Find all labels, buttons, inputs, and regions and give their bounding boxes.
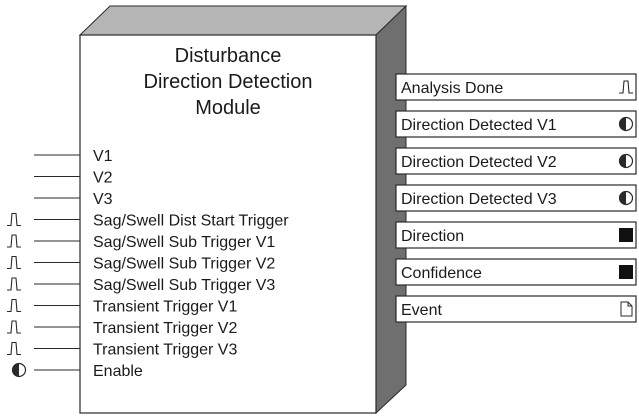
filled-square-icon: [619, 265, 633, 279]
output-label: Analysis Done: [401, 80, 503, 97]
output-label: Direction: [401, 228, 464, 245]
output-port[interactable]: Direction: [395, 221, 637, 249]
module-title-line-2: Direction Detection: [144, 71, 313, 93]
half-circle-icon: [618, 116, 634, 132]
input-port[interactable]: V1: [34, 148, 113, 165]
pulse-icon: [7, 212, 21, 227]
input-port[interactable]: Enable: [11, 362, 143, 380]
input-port[interactable]: Sag/Swell Dist Start Trigger: [7, 213, 289, 230]
input-label: Sag/Swell Dist Start Trigger: [93, 213, 289, 230]
output-port[interactable]: Event: [395, 295, 637, 323]
input-label: Sag/Swell Sub Trigger V2: [93, 256, 275, 273]
output-port-box: [395, 147, 637, 175]
output-port-box: [395, 184, 637, 212]
input-label: Enable: [93, 363, 143, 380]
output-label: Direction Detected V3: [401, 191, 557, 208]
pulse-icon: [7, 341, 21, 356]
half-circle-icon: [11, 362, 27, 378]
output-port[interactable]: Direction Detected V1: [395, 110, 637, 138]
module-title-line-1: Disturbance: [175, 45, 282, 67]
output-label: Direction Detected V1: [401, 117, 557, 134]
input-label: V1: [93, 148, 113, 165]
input-label: V3: [93, 191, 113, 208]
input-label: Sag/Swell Sub Trigger V3: [93, 277, 275, 294]
output-label: Event: [401, 302, 442, 319]
output-port[interactable]: Direction Detected V2: [395, 147, 637, 175]
input-label: Transient Trigger V3: [93, 342, 237, 359]
document-icon: [620, 301, 633, 317]
input-label: V2: [93, 170, 113, 187]
pulse-icon: [7, 298, 21, 313]
input-port[interactable]: Sag/Swell Sub Trigger V1: [7, 234, 275, 251]
pulse-icon: [7, 255, 21, 270]
input-port[interactable]: V3: [34, 191, 113, 208]
pulse-icon: [7, 234, 21, 248]
output-label: Confidence: [401, 265, 482, 282]
half-circle-icon: [618, 153, 634, 169]
input-port[interactable]: Transient Trigger V2: [7, 320, 237, 337]
output-port-box: [395, 295, 637, 323]
input-label: Transient Trigger V2: [93, 320, 237, 337]
output-label: Direction Detected V2: [401, 154, 557, 171]
module-box-front-face: [79, 34, 377, 414]
input-port[interactable]: Sag/Swell Sub Trigger V3: [7, 277, 275, 294]
output-port[interactable]: Analysis Done: [395, 73, 637, 101]
output-port-box: [395, 73, 637, 101]
pulse-icon: [619, 80, 633, 94]
pulse-icon: [7, 277, 21, 291]
filled-square-icon: [619, 228, 633, 242]
input-port[interactable]: Transient Trigger V3: [7, 342, 237, 359]
output-port-box: [395, 110, 637, 138]
output-port-box: [395, 221, 637, 249]
input-port[interactable]: Sag/Swell Sub Trigger V2: [7, 256, 275, 273]
output-port[interactable]: Direction Detected V3: [395, 184, 637, 212]
half-circle-icon: [618, 190, 634, 206]
output-port-box: [395, 258, 637, 286]
pulse-icon: [7, 320, 21, 334]
input-label: Sag/Swell Sub Trigger V1: [93, 234, 275, 251]
module-box-top-face: [78, 5, 408, 36]
input-label: Transient Trigger V1: [93, 299, 237, 316]
module-title-line-3: Module: [195, 97, 261, 119]
output-port[interactable]: Confidence: [395, 258, 637, 286]
input-port[interactable]: Transient Trigger V1: [7, 299, 237, 316]
input-port[interactable]: V2: [34, 170, 113, 187]
